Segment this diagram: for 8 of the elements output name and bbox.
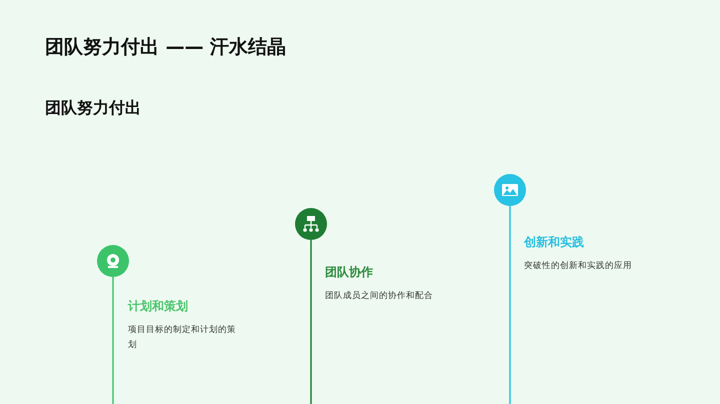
milestone-heading: 创新和实践 [524, 234, 585, 251]
milestone-heading: 团队协作 [325, 264, 374, 281]
section-heading: 团队努力付出 [45, 98, 141, 119]
slide-title: 团队努力付出 —— 汗水结晶 [45, 35, 286, 60]
milestone-description: 团队成员之间的协作和配合 [325, 290, 434, 303]
milestone-heading: 计划和策划 [128, 298, 189, 315]
milestone-description: 项目目标的制定和计划的策划 [128, 324, 237, 352]
milestone-description: 突破性的创新和实践的应用 [524, 260, 633, 273]
